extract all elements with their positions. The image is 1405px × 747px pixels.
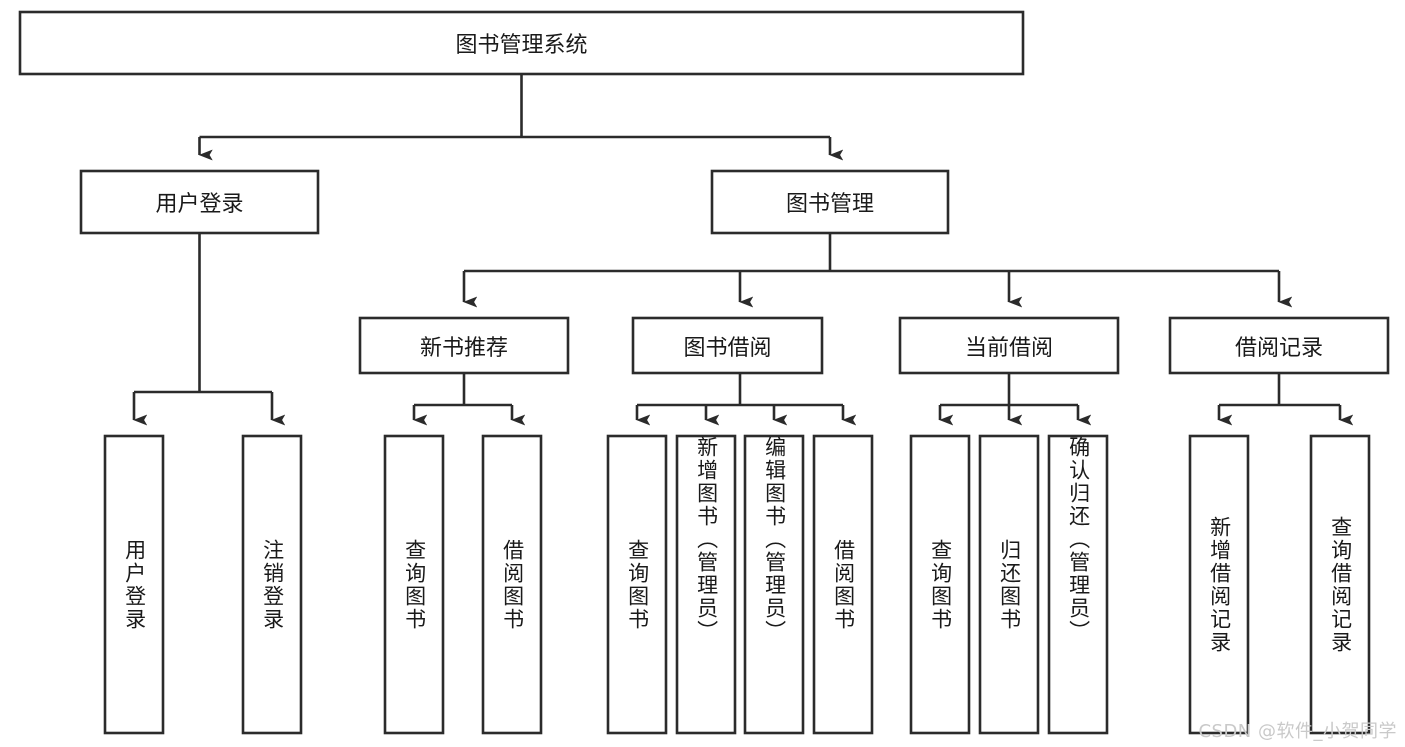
node-box-user-logout[interactable]: [241, 434, 303, 735]
node-box-query-borrow-record[interactable]: [1309, 434, 1371, 735]
node-box-group: [18, 10, 1390, 735]
node-box-root[interactable]: [18, 10, 1025, 76]
node-box-query-book-3[interactable]: [909, 434, 971, 735]
node-box-book-borrow[interactable]: [631, 316, 824, 375]
node-box-user-login[interactable]: [79, 169, 320, 235]
node-box-confirm-return-admin[interactable]: [1047, 434, 1109, 735]
node-box-borrow-book-1[interactable]: [481, 434, 543, 735]
node-box-borrow-record[interactable]: [1168, 316, 1390, 375]
node-box-borrow-book-2[interactable]: [812, 434, 874, 735]
node-box-current-borrow[interactable]: [898, 316, 1120, 375]
connector-group: [132, 74, 1354, 426]
node-box-add-borrow-record[interactable]: [1188, 434, 1250, 735]
node-box-edit-book-admin[interactable]: [743, 434, 805, 735]
node-box-return-book[interactable]: [978, 434, 1040, 735]
node-box-query-book-1[interactable]: [383, 434, 445, 735]
node-box-user-login-do[interactable]: [103, 434, 165, 735]
node-box-book-management[interactable]: [710, 169, 950, 235]
node-box-new-book-recommend[interactable]: [358, 316, 570, 375]
watermark: CSDN @软件_小贺同学: [1198, 721, 1397, 742]
node-box-query-book-2[interactable]: [606, 434, 668, 735]
node-box-add-book-admin[interactable]: [675, 434, 737, 735]
